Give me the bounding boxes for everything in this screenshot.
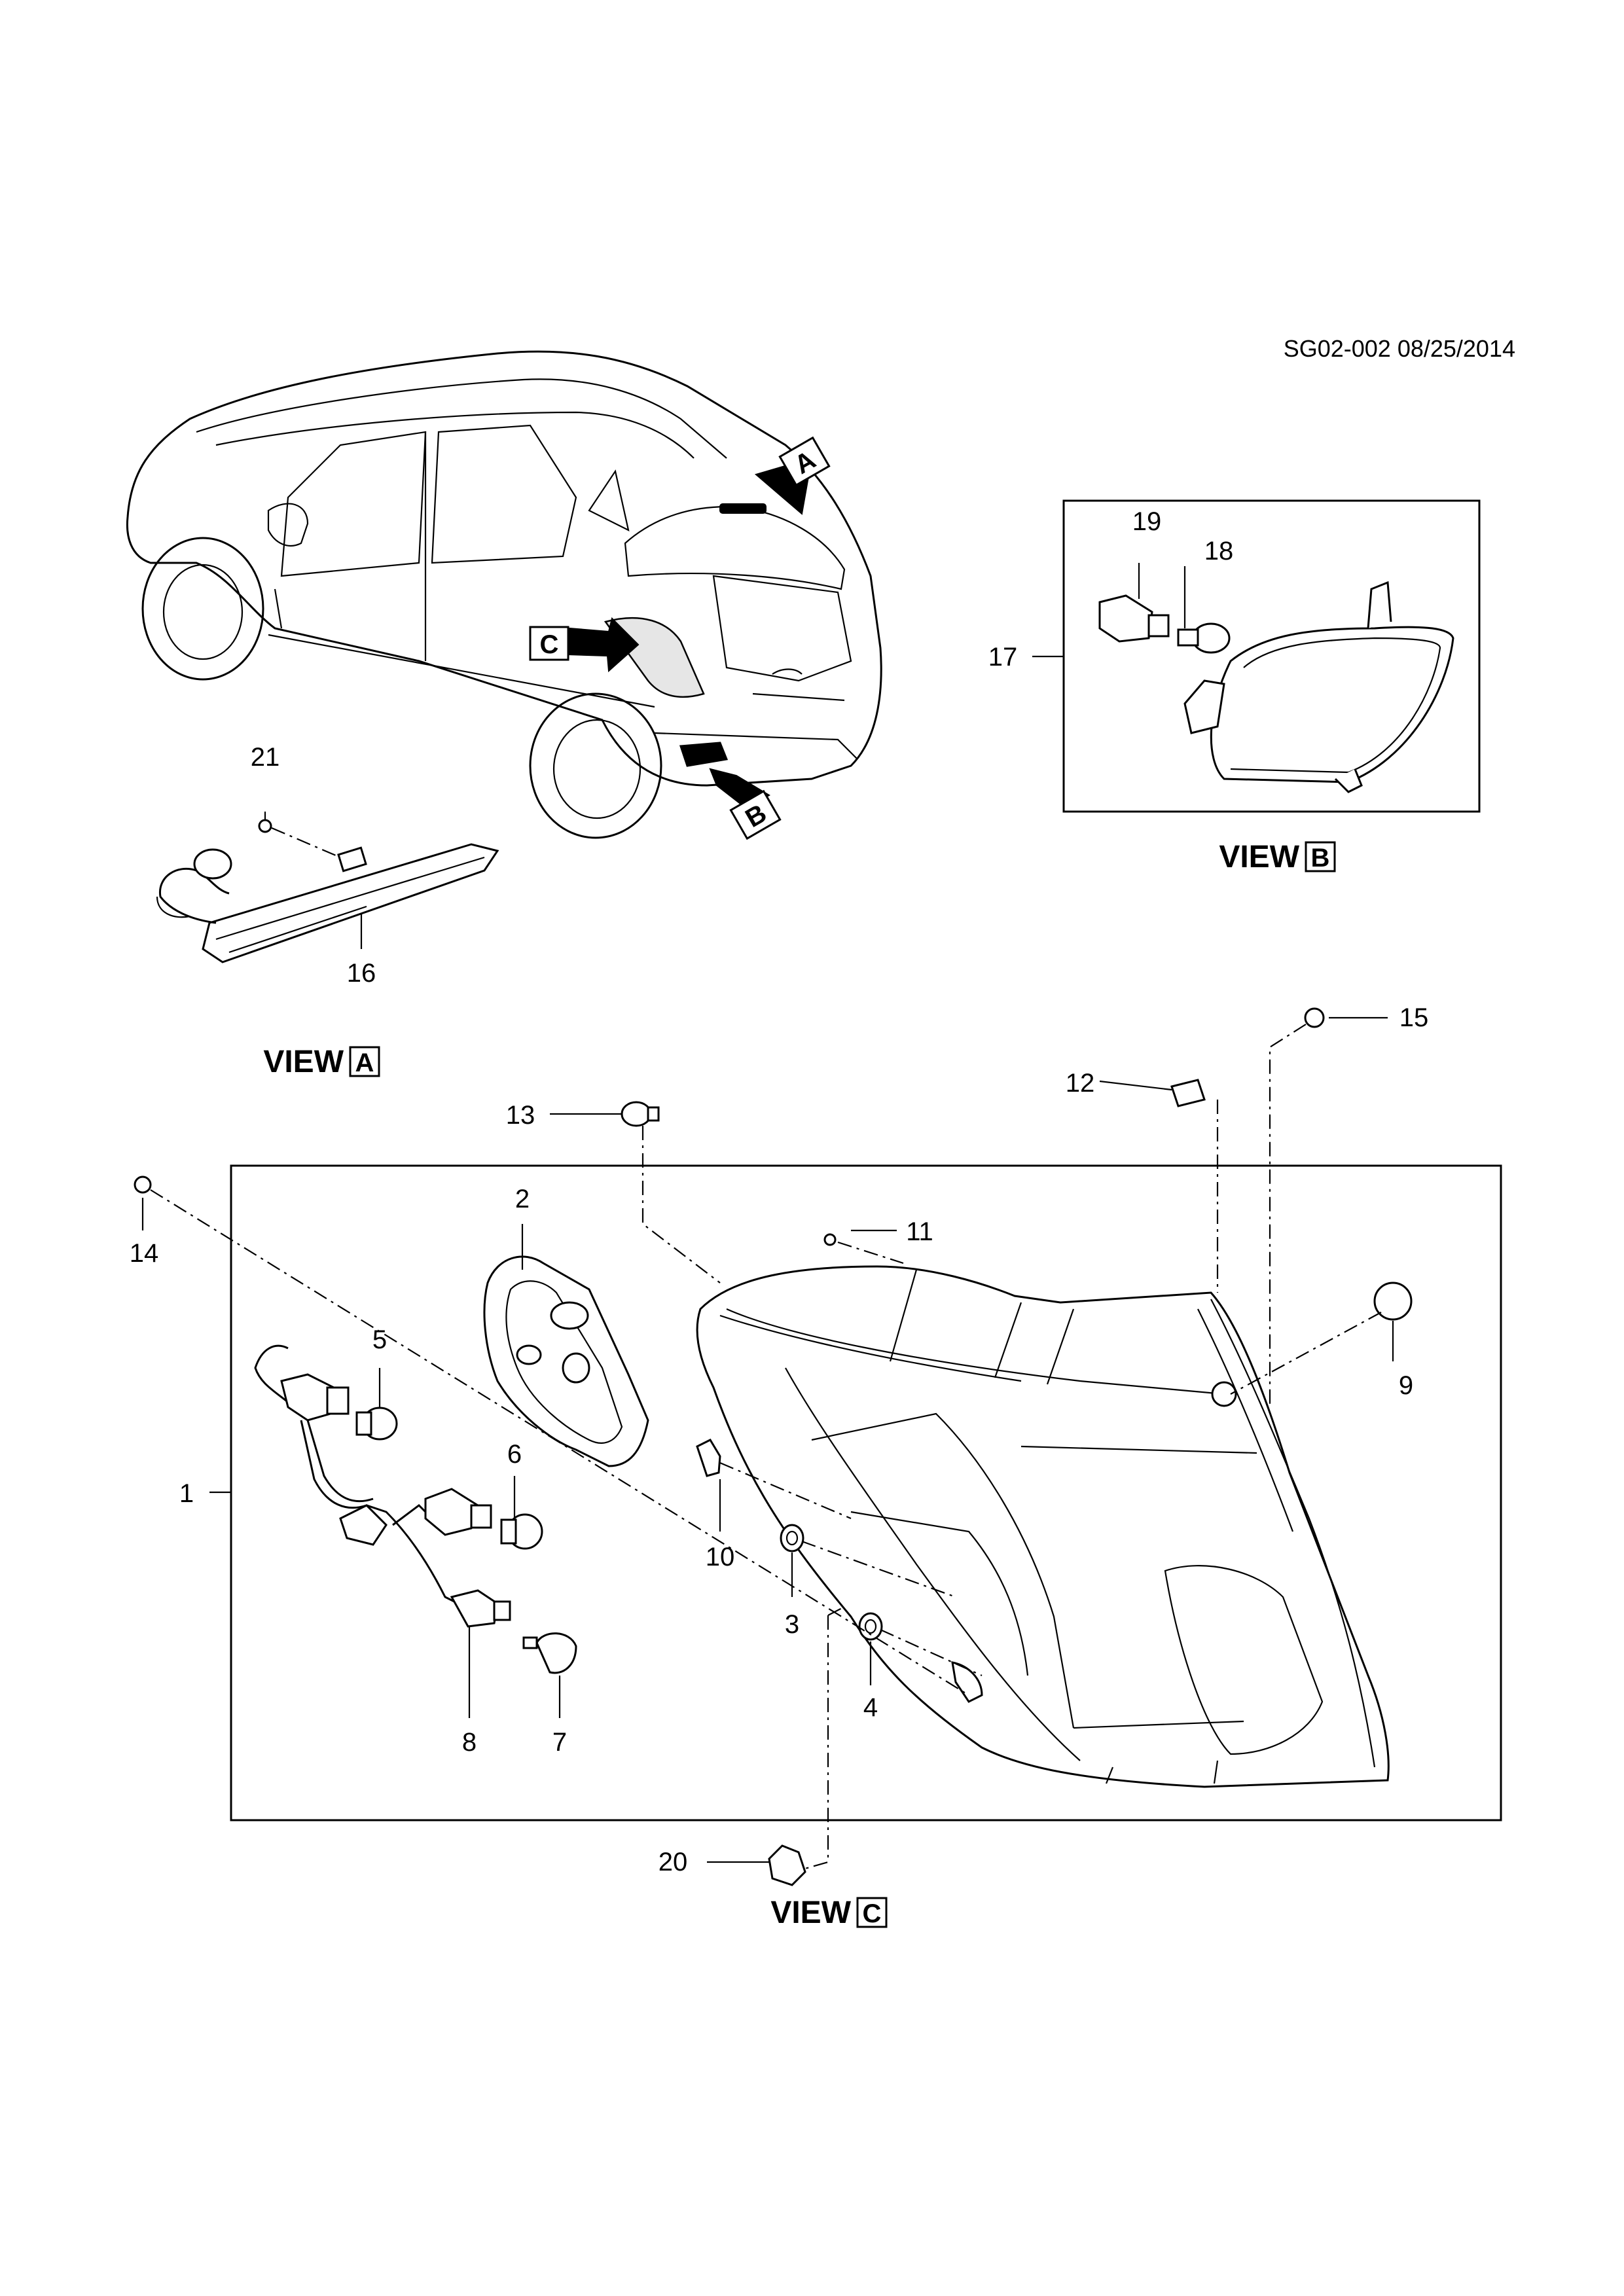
callout-6: 6 <box>507 1440 522 1469</box>
view-b-assembly <box>1032 563 1454 793</box>
callout-15: 15 <box>1399 1003 1429 1032</box>
view-c-assembly <box>134 1007 1413 1886</box>
view-c-letter: C <box>863 1899 882 1928</box>
callout-7: 7 <box>552 1728 567 1757</box>
callout-20: 20 <box>659 1848 688 1876</box>
callout-12: 12 <box>1066 1069 1095 1098</box>
callout-11: 11 <box>906 1217 933 1246</box>
callout-5: 5 <box>372 1325 387 1354</box>
arrow-tag-c: C <box>540 630 559 659</box>
callout-3: 3 <box>785 1610 799 1639</box>
callout-8: 8 <box>462 1728 477 1757</box>
view-c-word: VIEW <box>770 1895 851 1930</box>
view-b-letter: B <box>1311 844 1330 872</box>
callout-9: 9 <box>1399 1371 1413 1400</box>
callout-21: 21 <box>251 743 280 772</box>
vehicle-overview: A C B <box>126 350 882 840</box>
view-a-assembly <box>156 812 499 963</box>
view-a-word: VIEW <box>263 1045 344 1079</box>
view-c-title: VIEW C <box>770 1895 888 1930</box>
callout-18: 18 <box>1204 537 1234 565</box>
bulb-7 <box>535 1632 577 1674</box>
callout-13: 13 <box>506 1101 535 1130</box>
reference-code: SG02-002 08/25/2014 <box>1284 335 1515 362</box>
callout-16: 16 <box>347 959 376 988</box>
view-a-title: VIEW A <box>263 1045 380 1079</box>
callout-17: 17 <box>988 643 1018 672</box>
callout-1: 1 <box>179 1479 194 1508</box>
callout-14: 14 <box>130 1239 159 1268</box>
view-b-title: VIEW B <box>1219 840 1336 874</box>
callout-4: 4 <box>863 1693 878 1722</box>
view-b-word: VIEW <box>1219 840 1299 874</box>
callouts: 1 2 3 4 5 6 7 8 9 10 11 12 13 14 15 16 1… <box>130 507 1429 1876</box>
callout-2: 2 <box>515 1185 530 1213</box>
view-a-letter: A <box>355 1049 374 1077</box>
callout-19: 19 <box>1132 507 1162 536</box>
callout-10: 10 <box>706 1543 735 1571</box>
arrow-c-icon <box>567 617 640 673</box>
